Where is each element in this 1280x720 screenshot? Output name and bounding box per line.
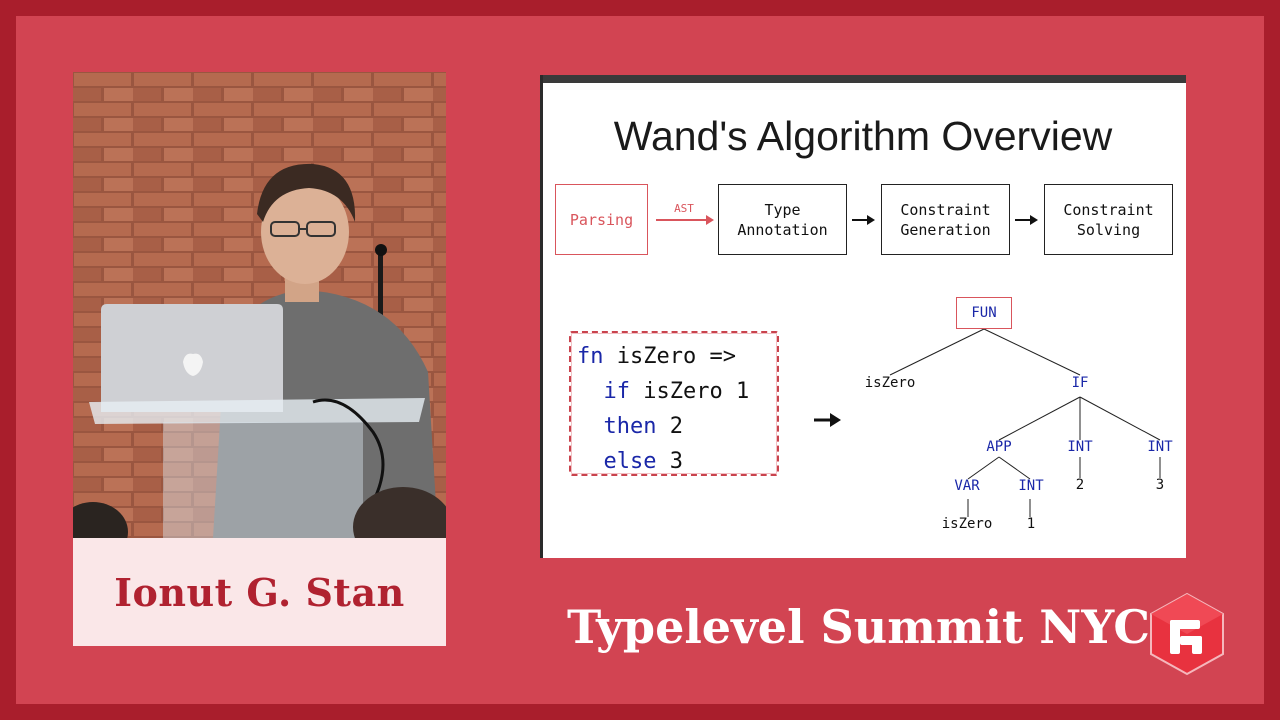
pipeline-step-constraint-solving: Constraint Solving	[1044, 184, 1173, 255]
ast-leaf-then-value: 2	[1075, 477, 1085, 493]
code-text: 3	[656, 449, 683, 474]
slide-title: Wand's Algorithm Overview	[613, 113, 1113, 159]
ast-node-int-arg: INT	[1018, 478, 1044, 494]
ast-leaf-param: isZero	[864, 375, 916, 391]
code-to-tree-arrow	[814, 413, 841, 427]
pipeline-arrow-1	[852, 215, 875, 225]
code-snippet: fn isZero => if isZero 1 then 2 else 3	[569, 331, 779, 476]
ast-leaf-var-name: isZero	[941, 516, 993, 532]
code-text: isZero 1	[630, 379, 750, 404]
pipeline-step-constraint-generation: Constraint Generation	[881, 184, 1010, 255]
code-keyword: if	[603, 379, 631, 404]
ast-node-int-else: INT	[1147, 439, 1173, 455]
code-keyword: else	[603, 449, 657, 474]
presentation-slide: Wand's Algorithm Overview Parsing AST Ty…	[540, 75, 1186, 558]
ast-leaf-arg-value: 1	[1026, 516, 1036, 532]
code-keyword: fn	[577, 344, 604, 369]
typelevel-logo-icon	[1150, 592, 1224, 676]
speaker-photo-illustration	[73, 72, 446, 538]
pipeline-arrow-ast	[656, 215, 714, 225]
code-text: isZero =>	[603, 344, 736, 369]
code-text: 2	[656, 414, 683, 439]
ast-node-if: IF	[1071, 375, 1089, 391]
ast-node-app: APP	[986, 439, 1012, 455]
pipeline-step-type-annotation: Type Annotation	[718, 184, 847, 255]
event-title: Typelevel Summit NYC	[567, 600, 1150, 654]
ast-arrow-label: AST	[674, 202, 694, 215]
ast-node-int-then: INT	[1067, 439, 1093, 455]
pipeline-step-parsing: Parsing	[555, 184, 648, 255]
speaker-name-card: Ionut G. Stan	[73, 538, 446, 646]
ast-node-fun: FUN	[971, 305, 997, 321]
ast-tree-edges	[889, 328, 1161, 517]
speaker-video	[73, 72, 446, 538]
ast-root-highlight	[956, 297, 1012, 329]
code-keyword: then	[603, 414, 657, 439]
ast-leaf-else-value: 3	[1155, 477, 1165, 493]
slide-left-border	[540, 75, 543, 558]
ast-node-var: VAR	[954, 478, 980, 494]
slide-top-border	[540, 75, 1186, 83]
speaker-name: Ionut G. Stan	[114, 569, 405, 615]
pipeline-arrow-2	[1015, 215, 1038, 225]
